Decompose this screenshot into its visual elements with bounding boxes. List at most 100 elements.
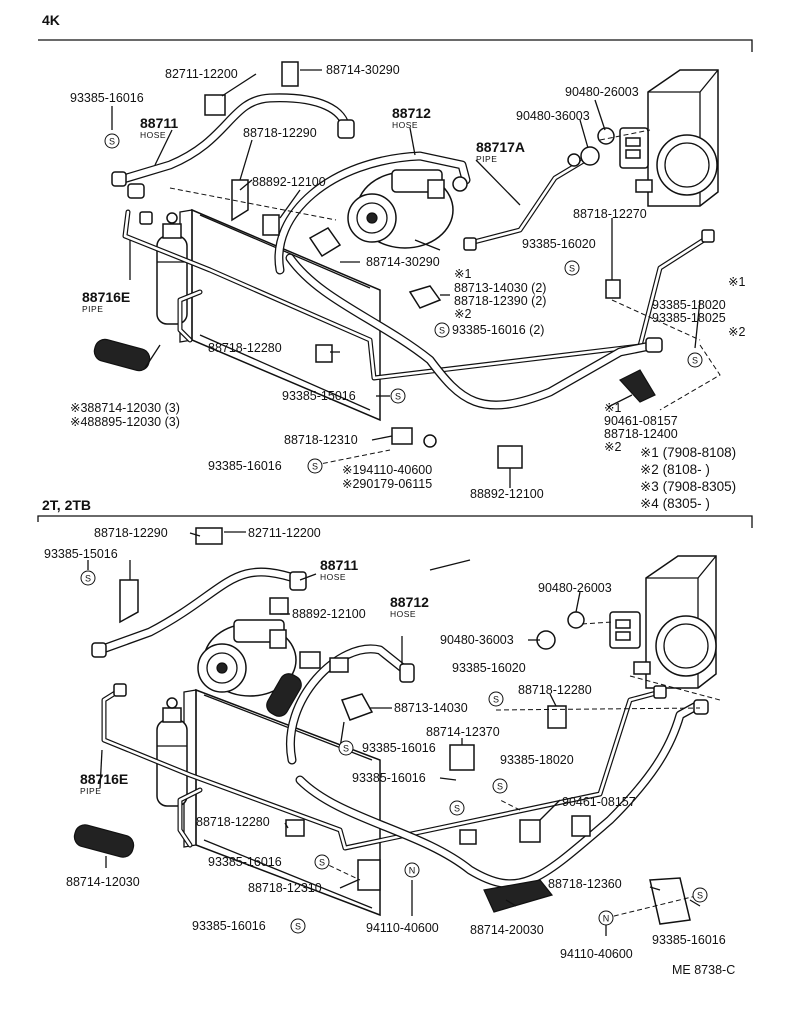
screw-symbols-bottom: S S S S S S S S N N (80, 570, 708, 934)
label-88716e: 88716E (80, 771, 128, 787)
diagram-code: ME 8738-C (672, 963, 735, 977)
screw-icon: S (492, 778, 508, 794)
svg-text:S: S (692, 356, 698, 366)
dashed-leaders-top (169, 129, 721, 466)
svg-text:N: N (603, 914, 610, 924)
screw-icon: S (687, 352, 703, 368)
screw-symbols-top: S S S S S S (104, 133, 703, 474)
label-93385-15016: 93385-15016 (44, 547, 118, 561)
label-90480-36003: 90480-36003 (516, 109, 590, 123)
label-88892-12100: 88892-12100 (292, 607, 366, 621)
label-88718-12400: 88718-12400 (604, 427, 678, 441)
compressor-top (347, 169, 454, 251)
pipes-bottom (91, 567, 709, 889)
label-88713-14030: 88713-14030 (394, 701, 468, 715)
svg-text:S: S (109, 137, 115, 147)
bottom-labels: 88718-12290 82711-12200 93385-15016 8871… (44, 526, 735, 977)
label-93385-16016-e: 93385-16016 (192, 919, 266, 933)
label-93385-16020: 93385-16020 (452, 661, 526, 675)
svg-text:S: S (439, 326, 445, 336)
label-star1-a: ※1 (454, 267, 471, 281)
evaporator-unit-bottom (609, 555, 717, 689)
label-82711-12200: 82711-12200 (165, 67, 238, 81)
label-88718-12390: 88718-12390 (2) (454, 294, 546, 308)
label-90480-36003: 90480-36003 (440, 633, 514, 647)
svg-text:S: S (343, 744, 349, 754)
label-93385-16016-a: 93385-16016 (362, 741, 436, 755)
label-star1-b: ※1 (728, 275, 745, 289)
evaporator-unit-top (619, 69, 719, 207)
svg-text:S: S (295, 922, 301, 932)
svg-text:S: S (312, 462, 318, 472)
label-88716e: 88716E (82, 289, 130, 305)
label-93385-18025: 93385-18025 (652, 311, 726, 325)
label-90480-26003: 90480-26003 (538, 581, 612, 595)
label-94110-40600-b: 94110-40600 (560, 947, 633, 961)
label-93385-16016-c: 93385-16016 (208, 855, 282, 869)
legend-item-2: ※2 (8108- ) (640, 462, 710, 477)
label-90461-08157: 90461-08157 (604, 414, 678, 428)
svg-text:S: S (454, 804, 460, 814)
label-88718-12360: 88718-12360 (548, 877, 622, 891)
label-90480-26003: 90480-26003 (565, 85, 639, 99)
svg-text:S: S (319, 858, 325, 868)
label-88711: 88711 (140, 115, 178, 131)
label-88714-30290: 88714-30290 (326, 63, 400, 77)
screw-icon: S (692, 887, 708, 903)
screw-icon: S (390, 388, 406, 404)
label-88895-12030: ※488895-12030 (3) (70, 415, 180, 429)
label-90179-06115: ※290179-06115 (342, 477, 432, 491)
screw-icon: S (434, 322, 450, 338)
screw-icon: S (338, 740, 354, 756)
label-88892-12100-b: 88892-12100 (470, 487, 544, 501)
legend-item-3: ※3 (7908-8305) (640, 479, 736, 494)
nut-icon: N (404, 862, 420, 878)
label-88718-12270: 88718-12270 (573, 207, 647, 221)
label-88716e-type: PIPE (80, 786, 101, 796)
label-93385-15016: 93385-15016 (282, 389, 356, 403)
svg-text:S: S (497, 782, 503, 792)
label-93385-16016-b: 93385-16016 (352, 771, 426, 785)
label-88714-12030: 88714-12030 (66, 875, 140, 889)
bottom-drawing: S S S S S S S S N N (73, 527, 721, 936)
screw-icon: S (80, 570, 96, 586)
label-88716e-type: PIPE (82, 304, 103, 314)
legend-item-1: ※1 (7908-8108) (640, 445, 736, 460)
svg-text:S: S (395, 392, 401, 402)
label-88718-12310: 88718-12310 (284, 433, 358, 447)
label-88713-14030: 88713-14030 (2) (454, 281, 546, 295)
label-star2-a: ※2 (454, 307, 471, 321)
label-88718-12290: 88718-12290 (94, 526, 168, 540)
screw-icon: S (314, 854, 330, 870)
svg-text:S: S (493, 695, 499, 705)
label-star2-b: ※2 (728, 325, 745, 339)
screw-icon: S (290, 918, 306, 934)
section-frame-bottom: 2T, 2TB (37, 497, 753, 528)
label-88714-12030: ※388714-12030 (3) (70, 401, 180, 415)
label-88712: 88712 (390, 594, 429, 610)
screw-icon: S (564, 260, 580, 276)
legend-item-4: ※4 (8305- ) (640, 496, 710, 511)
label-88718-12280-a: 88718-12280 (518, 683, 592, 697)
leader-lines-bottom (87, 531, 701, 936)
receiver-drier-bottom (156, 697, 188, 807)
label-90461-08157: 90461-08157 (562, 795, 636, 809)
svg-text:N: N (409, 866, 416, 876)
svg-text:S: S (569, 264, 575, 274)
label-88714-12370: 88714-12370 (426, 725, 500, 739)
label-94110-40600: ※194110-40600 (342, 463, 432, 477)
legend: ※1 (7908-8108) ※2 (8108- ) ※3 (7908-8305… (640, 445, 736, 511)
label-93385-16016-2: 93385-16016 (2) (452, 323, 544, 337)
label-88712: 88712 (392, 105, 431, 121)
label-88892-12100: 88892-12100 (252, 175, 326, 189)
section-title-2t-2tb: 2T, 2TB (42, 497, 91, 513)
label-88714-20030: 88714-20030 (470, 923, 544, 937)
label-93385-18020: 93385-18020 (500, 753, 574, 767)
dashed-leaders-bottom (321, 621, 721, 919)
pipes-top (111, 93, 715, 410)
compressor-bottom (197, 619, 297, 697)
label-88718-12310: 88718-12310 (248, 881, 322, 895)
svg-text:S: S (697, 891, 703, 901)
leader-lines-top (111, 69, 701, 488)
label-star2-c: ※2 (604, 440, 621, 454)
